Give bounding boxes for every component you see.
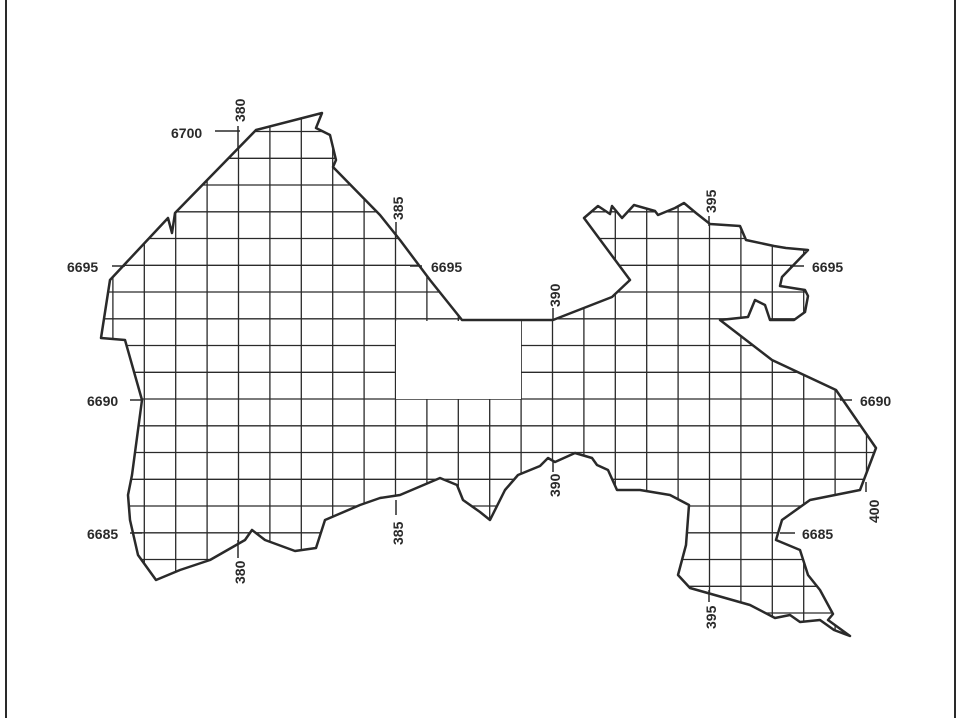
- easting-label-380-bottom: 380: [232, 560, 248, 584]
- northing-label-6690-left: 6690: [87, 393, 118, 409]
- unmapped-block: [396, 321, 521, 399]
- northing-label-6685-right: 6685: [802, 526, 833, 542]
- coordinate-labels: 380 380 385 385 390 390 395 395 400 6700…: [67, 98, 891, 629]
- easting-label-395-bottom: 395: [703, 605, 719, 629]
- easting-label-390-top: 390: [547, 283, 563, 307]
- easting-label-380-top: 380: [232, 98, 248, 122]
- easting-label-395-top: 395: [703, 189, 719, 213]
- easting-label-400: 400: [866, 499, 882, 523]
- easting-label-385-top: 385: [390, 196, 406, 220]
- northing-label-6700: 6700: [171, 125, 202, 141]
- northing-label-6695-mid: 6695: [431, 259, 462, 275]
- northing-label-6690-right: 6690: [860, 393, 891, 409]
- northing-label-6695-left: 6695: [67, 259, 98, 275]
- tick-marks: [112, 126, 867, 602]
- northing-label-6695-right: 6695: [812, 259, 843, 275]
- easting-label-385-bottom: 385: [390, 521, 406, 545]
- easting-label-390-bottom: 390: [547, 473, 563, 497]
- region-outline: [99, 111, 878, 638]
- northing-label-6685-left: 6685: [87, 526, 118, 542]
